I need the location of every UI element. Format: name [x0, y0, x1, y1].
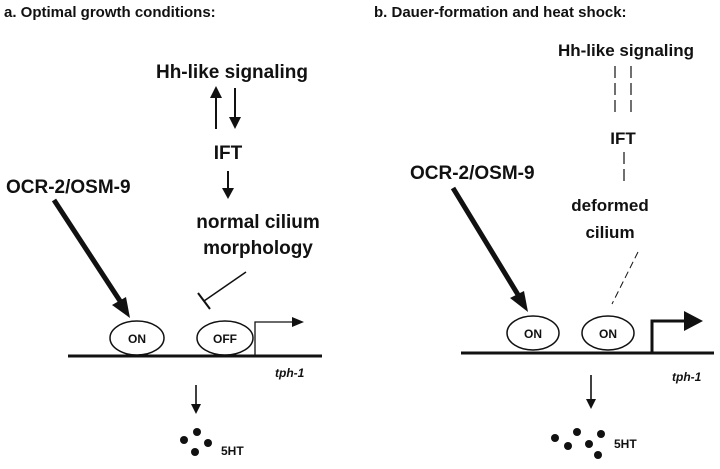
panel-b-on-label-right: ON [599, 327, 617, 341]
panel-a: a. Optimal growth conditions: Hh-like si… [4, 4, 322, 458]
panel-b-on-oval-right: ON [581, 315, 635, 351]
panel-a-receptor-arrow [51, 198, 130, 318]
panel-b-title: b. Dauer-formation and heat shock: [374, 4, 627, 21]
panel-b-hh-ift-dashes [614, 66, 632, 114]
panel-b-ift-label: IFT [610, 129, 636, 148]
panel-b-cilium-line1: deformed [571, 196, 648, 215]
panel-a-hh-label: Hh-like signaling [156, 62, 308, 83]
panel-a-on-label: ON [128, 332, 146, 346]
panel-a-ift-label: IFT [214, 143, 243, 164]
panel-a-inhibition-bar [197, 271, 247, 310]
panel-a-off-oval: OFF [196, 320, 254, 356]
panel-b-transcription-arrow [650, 311, 703, 353]
panel-b-hh-label: Hh-like signaling [558, 41, 694, 60]
panel-a-transcription-arrow [254, 317, 304, 356]
panel-b-5ht-dots [551, 428, 605, 459]
panel-b: b. Dauer-formation and heat shock: Hh-li… [374, 4, 714, 459]
panel-b-on-label-left: ON [524, 327, 542, 341]
panel-a-cilium-line2: morphology [203, 238, 313, 259]
panel-a-receptor-label: OCR-2/OSM-9 [6, 177, 131, 198]
panel-b-receptor-arrow [450, 186, 528, 312]
panel-a-5ht-label: 5HT [221, 444, 244, 458]
panel-a-on-oval: ON [109, 320, 165, 356]
panel-a-off-label: OFF [213, 332, 237, 346]
panel-a-5ht-arrow [191, 385, 201, 414]
panel-b-receptor-label: OCR-2/OSM-9 [410, 163, 535, 184]
panel-b-5ht-label: 5HT [614, 437, 637, 451]
panel-a-ift-cilium-arrow [222, 171, 234, 199]
panel-b-cilium-line2: cilium [585, 223, 634, 242]
panel-a-5ht-dots [180, 428, 212, 456]
panel-a-hh-ift-arrows [210, 86, 241, 129]
panel-a-title: a. Optimal growth conditions: [4, 4, 216, 21]
panel-b-5ht-arrow [586, 375, 596, 409]
panel-a-gene-label: tph-1 [275, 366, 305, 380]
panel-b-cilium-dash [611, 251, 639, 305]
panel-a-cilium-line1: normal cilium [196, 212, 320, 233]
panel-b-gene-label: tph-1 [672, 370, 702, 384]
panel-b-on-oval-left: ON [506, 315, 560, 351]
